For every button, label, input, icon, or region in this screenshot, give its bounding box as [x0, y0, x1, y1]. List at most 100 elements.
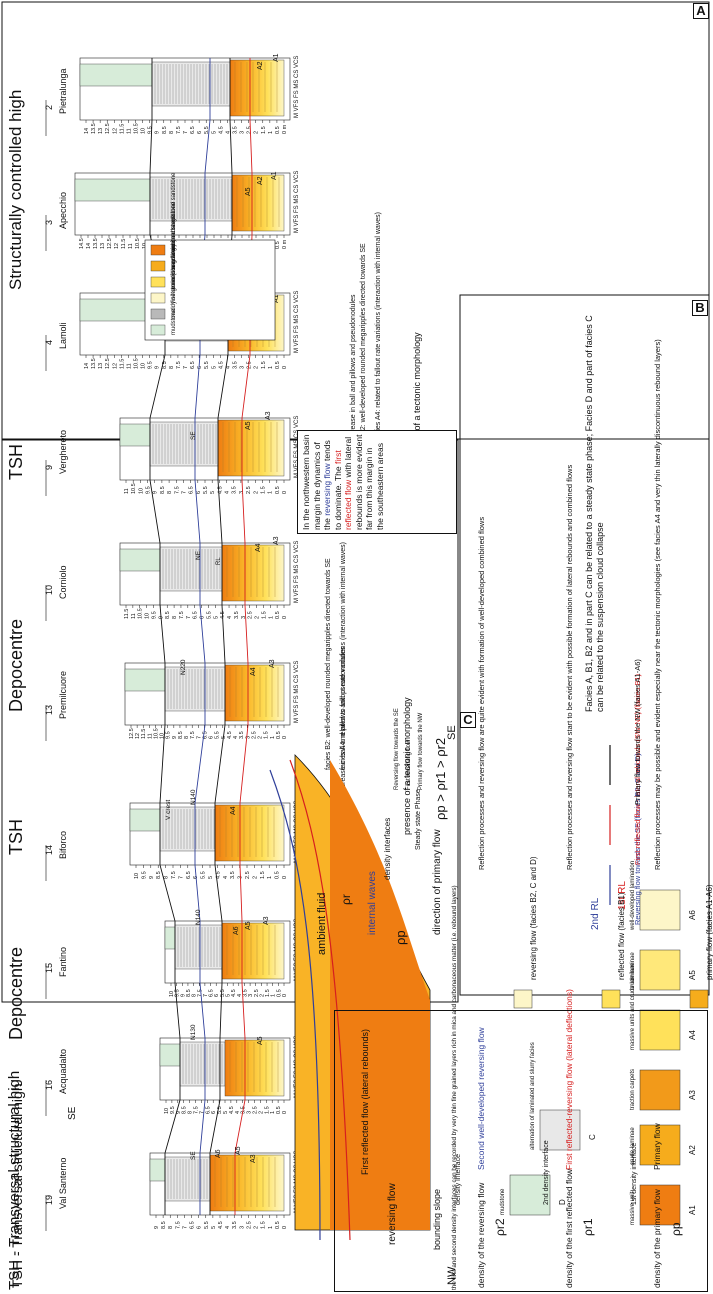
panel-b-caption: Facies A, B1, B2 and in part C can be re… — [584, 315, 605, 712]
scale-label: 4 — [225, 366, 231, 369]
scale-label: 0.5 — [275, 611, 281, 619]
scale-label: 4.5 — [218, 1221, 224, 1229]
flow-direction-label: N130 — [190, 1024, 197, 1040]
scale-label: 14 — [84, 363, 90, 369]
scale-label: 5.5 — [220, 989, 226, 997]
panel-b-frame — [459, 294, 710, 996]
scale-label: 4.5 — [231, 989, 237, 997]
section-name: Fantino — [58, 947, 68, 977]
facies-b2-note: facies B2: well-developed rounded megari… — [360, 243, 367, 455]
density-name: density of the primary flow — [652, 1188, 662, 1288]
scale-label: 8 — [192, 994, 198, 997]
scale-label: 7.5 — [197, 989, 203, 997]
scale-label: 12 — [112, 363, 118, 369]
mudstone-unit — [164, 926, 176, 950]
scale-label: 4.5 — [227, 731, 233, 739]
scale-label: 8.5 — [161, 1221, 167, 1229]
scale-label: 0.5 — [276, 731, 282, 739]
section-name: Corniolo — [58, 565, 68, 599]
scale-label: 7.5 — [179, 611, 185, 619]
facies-c-note: facies C: increase in ball and pillows a… — [340, 646, 347, 822]
rho-p-label: ρp — [393, 930, 408, 945]
mudstone-unit — [119, 423, 151, 447]
facies-code: A4 — [688, 1030, 697, 1040]
flow-note: Reflection processes and reversing flow … — [565, 465, 574, 870]
facies-code: A3 — [688, 1090, 697, 1100]
scale-label: 6.5 — [190, 361, 196, 369]
scale-label: 6 — [214, 994, 220, 997]
scale-label: 9 — [176, 1111, 182, 1114]
flow-direction-label: SE — [190, 1151, 197, 1160]
legend-swatch — [150, 324, 166, 336]
scale-label: 8.5 — [160, 486, 166, 494]
scale-label: 6 — [196, 491, 202, 494]
section-number: 2 — [44, 105, 54, 110]
scale-label: 1.5 — [260, 871, 266, 879]
nw-note-line4: far from this margin in the southeastern… — [364, 443, 385, 530]
scale-label: 10.5 — [134, 123, 140, 134]
facies-label: A5 — [245, 187, 252, 196]
scale-label: 8.5 — [165, 611, 171, 619]
mudstone-unit — [129, 808, 161, 832]
se-label: SE — [67, 1106, 78, 1120]
scale-label: 0 — [282, 876, 288, 879]
scale-label: 9.5 — [148, 361, 154, 369]
scale-label: 8 — [168, 1226, 174, 1229]
facies-label: mudstone — [500, 1188, 506, 1215]
scale-label: 12.5 — [129, 728, 135, 739]
flow-swatch — [601, 989, 621, 1009]
scale-label: 3 — [247, 1111, 253, 1114]
scale-label: 3.5 — [241, 1106, 247, 1114]
facies-label: A1 — [273, 294, 280, 303]
facies-label: A5 — [245, 421, 252, 430]
scale-label: 12.5 — [107, 238, 113, 249]
scale-label: 6 — [209, 736, 215, 739]
facies-swatch — [639, 1009, 681, 1051]
scale-label: 8 — [184, 736, 190, 739]
scale-label: 6 — [197, 1226, 203, 1229]
scale-label: 11.5 — [141, 729, 147, 739]
scale-label: 14 — [84, 128, 90, 134]
scale-label: 9.5 — [170, 1106, 176, 1114]
grain-axis-label: M VFS FS MS CS VCS — [294, 291, 300, 353]
scale-label: 13 — [98, 363, 104, 369]
scale-label: 2 — [259, 994, 265, 997]
panel-c-footnote: the first and second density interfaces … — [451, 885, 458, 1290]
scale-label: 1 — [268, 1226, 274, 1229]
scale-label: 1 — [268, 366, 274, 369]
facies-code: D — [558, 1199, 567, 1205]
scale-label: 6 — [211, 1111, 217, 1114]
facies-code: A5 — [688, 970, 697, 980]
density-interface-label: 1st density interface — [631, 1143, 638, 1205]
mudstone-unit — [74, 178, 151, 202]
facies-label: A3 — [265, 411, 272, 420]
scale-label: 12.5 — [105, 123, 111, 134]
scale-label: 7 — [196, 736, 202, 739]
scale-label: 2.5 — [248, 611, 254, 619]
scale-label: 2 — [254, 131, 260, 134]
scale-label: 6.5 — [190, 1221, 196, 1229]
facies-label: A3 — [273, 536, 280, 545]
steady-label: Steady state Phase — [415, 789, 422, 850]
scale-label: 12 — [135, 733, 141, 739]
scale-label: 6.5 — [189, 486, 195, 494]
flow-direction-label: V crest — [165, 800, 172, 820]
section-number: 19 — [44, 1195, 54, 1205]
grain-axis-label: M VFS FS MS CS VCS — [294, 56, 300, 118]
region-label-depocentre-1: Depocentre — [6, 618, 26, 712]
flow-name: Second well-developed reversing flow — [476, 1026, 486, 1170]
facies-label: A5 — [245, 921, 252, 930]
scale-label: 7.5 — [176, 126, 182, 134]
facies-swatch — [639, 889, 681, 931]
legend-swatch — [150, 244, 166, 256]
flow-name: First reflected-reversing flow (lateral … — [564, 989, 574, 1170]
section-number: 16 — [44, 1080, 54, 1090]
facies-label: alternation of laminated and slurry faci… — [530, 1042, 536, 1150]
scale-label: 7.5 — [171, 871, 177, 879]
bounding-slope-label: bounding slope — [432, 1189, 442, 1250]
scale-label: 3 — [245, 736, 251, 739]
facies-swatch — [639, 1184, 681, 1226]
facies-swatch — [639, 1124, 681, 1166]
facies-label: A1 — [271, 171, 278, 180]
legend-item: coarse-grained sandstone — [171, 201, 177, 271]
